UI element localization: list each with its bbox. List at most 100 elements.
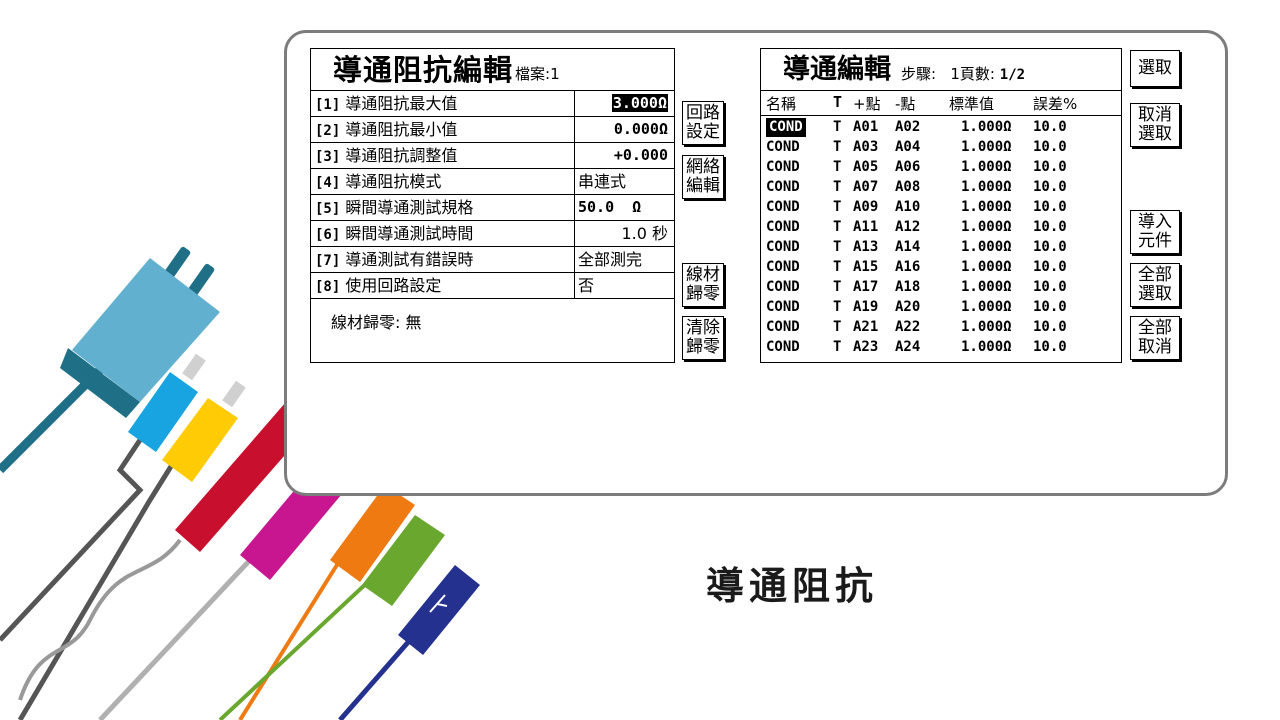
blue-rca-connector [128,372,198,452]
setting-value[interactable]: 0.000Ω [613,120,668,138]
row-plus-point: A01 [853,119,879,135]
row-plus-point: A17 [853,279,879,295]
setting-row-6[interactable]: [6] 瞬間導通測試時間 1.0 秒 [311,221,674,247]
row-type: T [833,139,842,155]
cancel-all-button[interactable]: 全部取消 [1130,316,1180,360]
step-label: 步驟: [901,65,937,83]
loop-setting-button[interactable]: 回路設定 [682,101,724,145]
setting-row-4[interactable]: [4] 導通阻抗模式 串連式 [311,169,674,195]
row-plus-point: A09 [853,199,879,215]
button-line-2: 取消 [1138,337,1172,357]
row-type: T [833,239,842,255]
setting-row-2[interactable]: [2] 導通阻抗最小值 0.000Ω [311,117,674,143]
setting-label: 導通阻抗最大值 [345,94,458,113]
file-label: 檔案:1 [515,65,560,83]
setting-value[interactable]: +0.000 [613,146,668,164]
row-minus-point: A16 [895,259,921,275]
row-plus-point: A11 [853,219,879,235]
row-minus-point: A12 [895,219,921,235]
row-error-percent: 10.0 [1033,319,1067,335]
setting-label: 導通測試有錯誤時 [345,250,474,269]
blue-rca-tip [182,353,206,381]
conduction-edit-panel: 導通編輯 步驟: 1頁數: 1/2 名稱 T +點 -點 標準值 誤差% CON… [760,48,1122,363]
red-wire [18,538,182,701]
power-plug-body [72,258,220,402]
row-name: COND [766,219,800,235]
button-line-1: 清除 [686,318,720,338]
setting-value[interactable]: 50.0 Ω [578,198,642,216]
setting-value-field[interactable]: 3.000Ω [575,91,674,116]
row-plus-point: A03 [853,139,879,155]
row-standard-value: 1.000Ω [961,199,1012,215]
setting-row-1[interactable]: [1] 導通阻抗最大值 3.000Ω [311,91,674,117]
column-header-name: 名稱 [766,95,797,113]
row-plus-point: A21 [853,319,879,335]
wire-zero-button[interactable]: 線材歸零 [682,263,724,307]
select-button[interactable]: 選取 [1130,50,1180,87]
row-error-percent: 10.0 [1033,299,1067,315]
setting-num: [3] [315,149,341,165]
setting-num: [8] [315,279,341,295]
row-error-percent: 10.0 [1033,339,1067,355]
orange-wire [238,558,342,720]
setting-value[interactable]: 串連式 [578,172,627,191]
button-line-2: 元件 [1138,231,1172,251]
row-error-percent: 10.0 [1033,239,1067,255]
button-line-1: 選取 [1138,58,1172,78]
gray-wire [0,438,144,642]
yellow-rca-tip [222,380,246,408]
setting-row-7[interactable]: [7] 導通測試有錯誤時 全部測完 [311,247,674,273]
setting-value[interactable]: 1.0 秒 [621,224,668,243]
setting-num: [6] [315,227,341,243]
setting-row-5[interactable]: [5] 瞬間導通測試規格 50.0 Ω [311,195,674,221]
setting-num: [7] [315,253,341,269]
row-standard-value: 1.000Ω [961,219,1012,235]
button-line-2: 歸零 [686,337,720,357]
network-edit-button[interactable]: 網絡編輯 [682,155,724,199]
row-error-percent: 10.0 [1033,279,1067,295]
setting-row-3[interactable]: [3] 導通阻抗調整值 +0.000 [311,143,674,169]
page-caption: 導通阻抗 [706,564,879,608]
row-error-percent: 10.0 [1033,159,1067,175]
button-line-1: 全部 [1138,265,1172,285]
button-line-2: 選取 [1138,124,1172,144]
row-type: T [833,279,842,295]
cancel-select-button[interactable]: 取消選取 [1130,103,1180,147]
column-header-t: T [833,93,843,111]
row-standard-value: 1.000Ω [961,259,1012,275]
row-standard-value: 1.000Ω [961,299,1012,315]
row-name: COND [766,139,800,155]
row-standard-value: 1.000Ω [961,339,1012,355]
column-header-minus: -點 [895,95,916,113]
setting-num: [4] [315,175,341,191]
setting-num: [5] [315,201,341,217]
select-all-button[interactable]: 全部選取 [1130,263,1180,307]
row-error-percent: 10.0 [1033,219,1067,235]
setting-value[interactable]: 全部測完 [578,250,643,269]
button-line-1: 全部 [1138,318,1172,338]
edit-title: 導通編輯 [783,54,891,85]
row-minus-point: A08 [895,179,921,195]
setting-row-8[interactable]: [8] 使用回路設定 否 [311,273,674,299]
edit-title-bar: 導通編輯 步驟: 1頁數: 1/2 [761,49,1121,91]
green-rca-connector [362,515,445,606]
clear-zero-button[interactable]: 清除歸零 [682,316,724,360]
row-name: COND [766,199,800,215]
row-minus-point: A10 [895,199,921,215]
import-component-button[interactable]: 導入元件 [1130,210,1180,254]
setting-value[interactable]: 否 [578,276,595,295]
button-line-1: 網絡 [686,157,720,177]
